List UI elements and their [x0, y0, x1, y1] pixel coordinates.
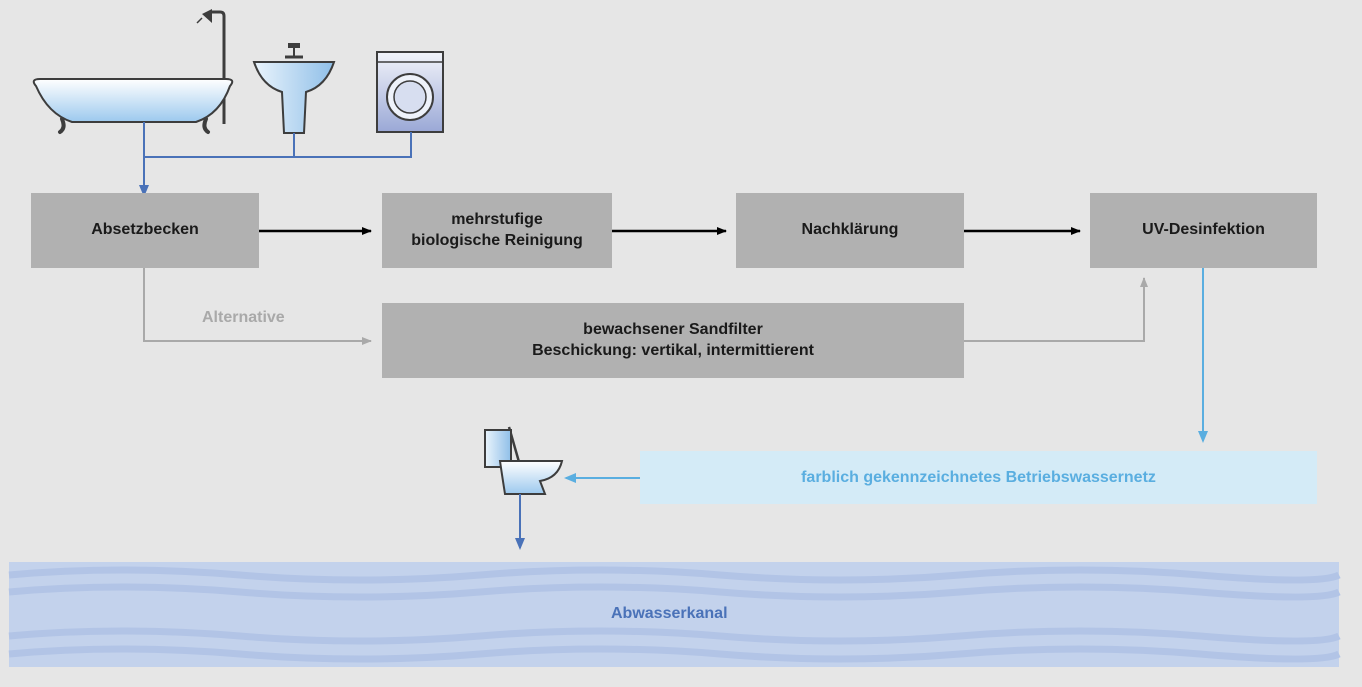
shower-icon	[196, 9, 226, 124]
box-biologische-reinigung: mehrstufige biologische Reinigung	[382, 193, 612, 268]
washbasin-icon	[252, 43, 336, 134]
box-sandfilter: bewachsener Sandfilter Beschickung: vert…	[382, 303, 964, 378]
washing-machine-icon	[376, 51, 444, 133]
box-nachklaerung: Nachklärung	[736, 193, 964, 268]
box-betriebswassernetz: farblich gekennzeichnetes Betriebswasser…	[640, 451, 1317, 504]
bathtub-icon	[32, 78, 234, 134]
alternative-label: Alternative	[202, 309, 285, 326]
sandfilter-label-line1: bewachsener Sandfilter	[583, 320, 763, 338]
bio-label-line1: mehrstufige	[451, 210, 543, 228]
box-uv-desinfektion: UV-Desinfektion	[1090, 193, 1317, 268]
network-label: farblich gekennzeichnetes Betriebswasser…	[801, 468, 1156, 486]
alternative-path	[143, 268, 1148, 345]
greywater-collection-pipes	[139, 122, 412, 197]
sandfilter-label-line2: Beschickung: vertikal, intermittierent	[532, 341, 814, 359]
toilet-icon	[484, 426, 564, 550]
uv-label: UV-Desinfektion	[1142, 221, 1265, 239]
absetzbecken-label: Absetzbecken	[91, 221, 199, 239]
bio-label-line2: biologische Reinigung	[411, 231, 583, 249]
channel-label: Abwasserkanal	[611, 605, 728, 622]
sewer-channel	[8, 562, 1341, 667]
nachklaerung-label: Nachklärung	[801, 221, 899, 239]
box-absetzbecken: Absetzbecken	[31, 193, 259, 268]
